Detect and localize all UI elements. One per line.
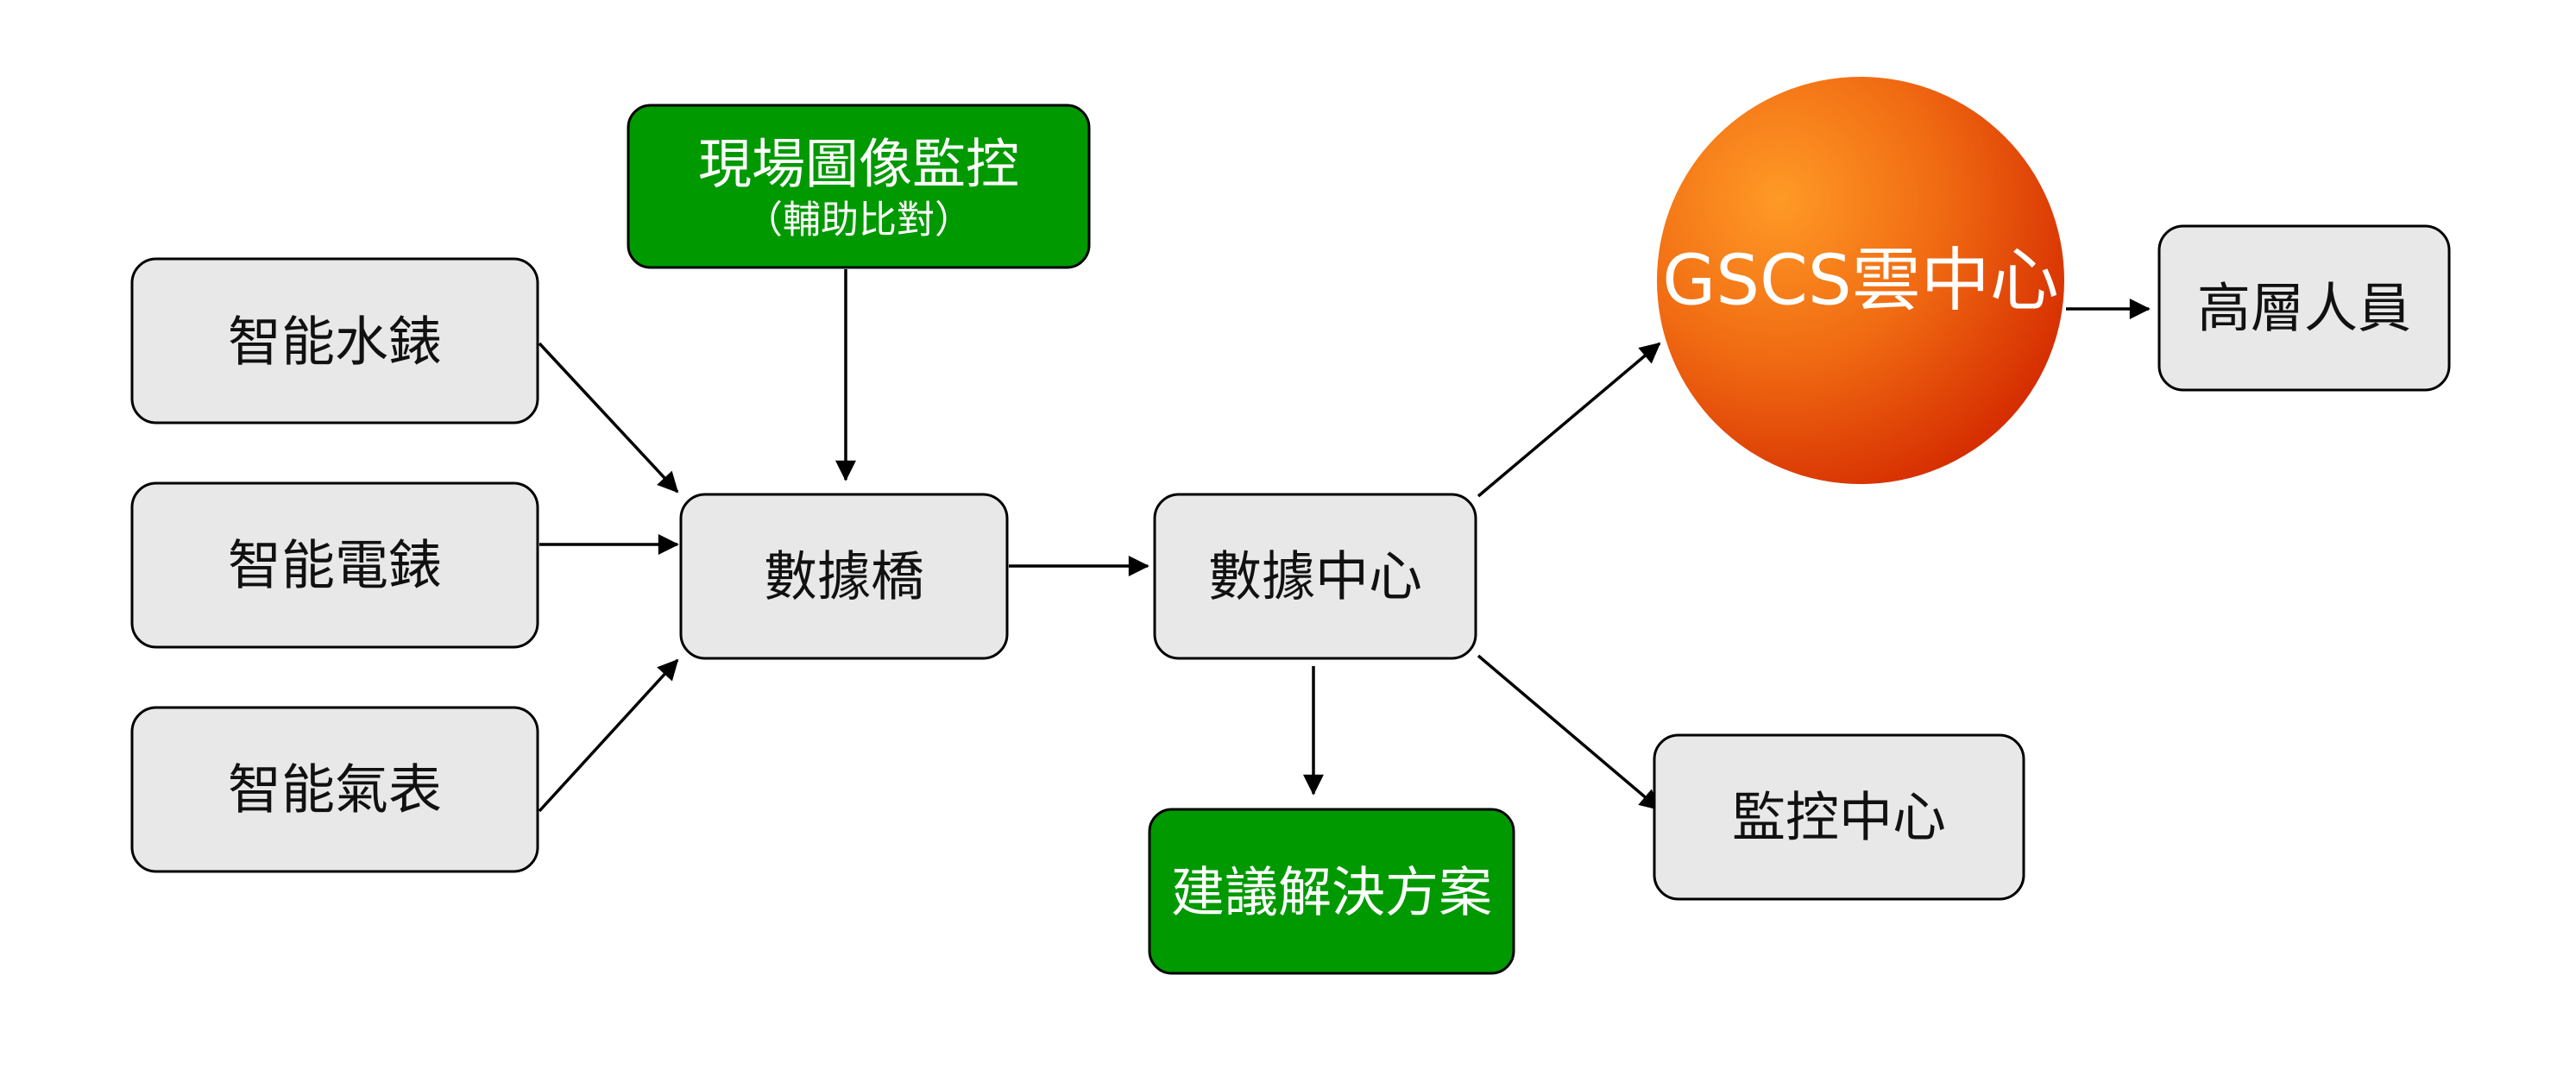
node-data-bridge-label: 數據橋 — [764, 545, 924, 608]
node-monitor-center-label: 監控中心 — [1732, 786, 1946, 849]
node-water-meter[interactable]: 智能水錶 — [130, 257, 539, 425]
node-electric-meter[interactable]: 智能電錶 — [130, 481, 539, 649]
node-gas-meter-label: 智能氣表 — [228, 758, 442, 821]
node-onsite-monitoring[interactable]: 現場圖像監控 （輔助比對） — [627, 104, 1091, 269]
edge-gas-to-bridge — [538, 658, 679, 813]
node-data-center[interactable]: 數據中心 — [1153, 493, 1477, 660]
edge-datacenter-to-cloud — [1477, 342, 1661, 498]
node-senior-staff-label: 高層人員 — [2197, 277, 2411, 340]
node-solutions-label: 建議解決方案 — [1171, 861, 1492, 924]
node-water-meter-label: 智能水錶 — [228, 311, 442, 374]
node-cloud-center-label: GSCS雲中心 — [1662, 241, 2058, 321]
node-onsite-monitoring-title: 現場圖像監控 — [698, 133, 1019, 196]
edges — [538, 269, 2151, 813]
node-onsite-monitoring-subtitle: （輔助比對） — [745, 198, 973, 242]
node-data-center-label: 數據中心 — [1208, 545, 1422, 608]
node-cloud-center[interactable]: GSCS雲中心 — [1657, 77, 2064, 484]
edge-datacenter-to-monitorcenter — [1477, 654, 1661, 811]
node-gas-meter[interactable]: 智能氣表 — [130, 706, 539, 873]
node-electric-meter-label: 智能電錶 — [228, 534, 442, 597]
node-monitor-center[interactable]: 監控中心 — [1653, 733, 2025, 901]
edge-water-to-bridge — [538, 342, 679, 494]
node-solutions[interactable]: 建議解決方案 — [1148, 808, 1515, 975]
node-data-bridge[interactable]: 數據橋 — [679, 493, 1009, 660]
node-senior-staff[interactable]: 高層人員 — [2157, 224, 2451, 392]
